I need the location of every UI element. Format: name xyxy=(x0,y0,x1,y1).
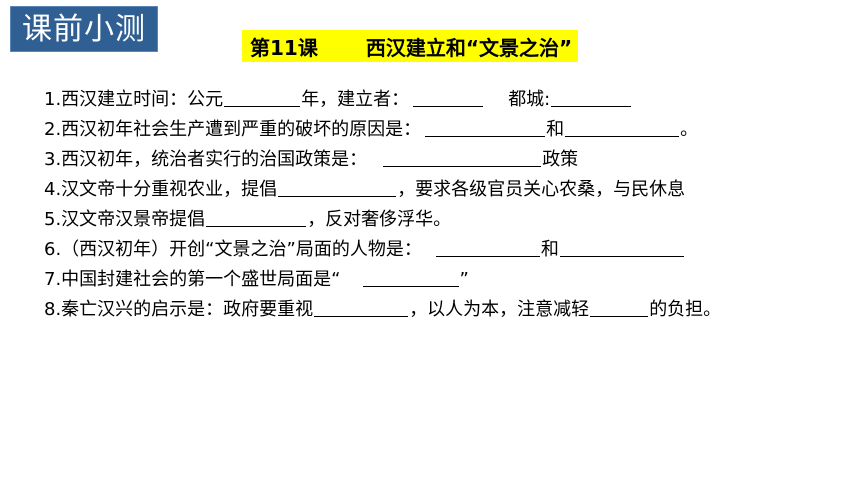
question-text: ，要求各级官员关心农桑，与民休息 xyxy=(397,179,686,200)
question-text: 。 xyxy=(680,119,699,140)
answer-blank[interactable] xyxy=(362,268,459,287)
question-text: ” xyxy=(459,269,469,290)
answer-blank[interactable] xyxy=(551,88,632,107)
question-1: 1.西汉建立时间：公元 年，建立者： 都城: xyxy=(44,85,844,115)
question-8: 8.秦亡汉兴的启示是：政府要重视 ，以人为本，注意减轻 的负担。 xyxy=(44,295,844,325)
question-text: 年，建立者： xyxy=(301,89,410,110)
answer-blank[interactable] xyxy=(413,88,484,107)
question-4: 4.汉文帝十分重视农业，提倡 ，要求各级官员关心农桑，与民休息 xyxy=(44,175,844,205)
lesson-number: 第11课 xyxy=(250,35,318,60)
question-text: 的负担。 xyxy=(649,299,722,320)
lesson-name: 西汉建立和“文景之治” xyxy=(365,35,573,60)
quiz-questions: 1.西汉建立时间：公元 年，建立者： 都城: 2.西汉初年社会生产遭到严重的破坏… xyxy=(44,85,844,325)
answer-blank[interactable] xyxy=(206,208,307,227)
question-6: 6.（西汉初年）开创“文景之治”局面的人物是： 和 xyxy=(44,235,844,265)
question-text: 8.秦亡汉兴的启示是：政府要重视 xyxy=(44,299,314,320)
question-text: 1.西汉建立时间：公元 xyxy=(44,89,224,110)
answer-blank[interactable] xyxy=(435,238,540,257)
answer-blank[interactable] xyxy=(425,118,546,137)
question-text: 2.西汉初年社会生产遭到严重的破坏的原因是： xyxy=(44,119,422,140)
answer-blank[interactable] xyxy=(383,148,542,167)
answer-blank[interactable] xyxy=(314,298,409,317)
lesson-badge: 课前小测 xyxy=(10,6,158,52)
question-text: 3.西汉初年，统治者实行的治国政策是： xyxy=(44,149,368,170)
question-text: 6.（西汉初年）开创“文景之治”局面的人物是： xyxy=(44,239,422,260)
question-text: 和 xyxy=(540,239,559,260)
answer-blank[interactable] xyxy=(590,298,649,317)
question-text: 5.汉文帝汉景帝提倡 xyxy=(44,209,206,230)
question-3: 3.西汉初年，统治者实行的治国政策是： 政策 xyxy=(44,145,844,175)
question-text: 7.中国封建社会的第一个盛世局面是“ xyxy=(44,269,341,290)
question-2: 2.西汉初年社会生产遭到严重的破坏的原因是： 和 。 xyxy=(44,115,844,145)
page-title: 第11课 西汉建立和“文景之治” xyxy=(242,30,579,62)
question-text: 4.汉文帝十分重视农业，提倡 xyxy=(44,179,278,200)
question-text: ，以人为本，注意减轻 xyxy=(409,299,590,320)
question-text: 都城: xyxy=(508,89,551,110)
question-5: 5.汉文帝汉景帝提倡 ，反对奢侈浮华。 xyxy=(44,205,844,235)
answer-blank[interactable] xyxy=(565,118,680,137)
answer-blank[interactable] xyxy=(278,178,397,197)
answer-blank[interactable] xyxy=(559,238,684,257)
question-text: 政策 xyxy=(542,149,579,170)
question-text: 和 xyxy=(546,119,565,140)
question-7: 7.中国封建社会的第一个盛世局面是“ ” xyxy=(44,265,844,295)
question-text: ，反对奢侈浮华。 xyxy=(307,209,452,230)
answer-blank[interactable] xyxy=(224,88,301,107)
